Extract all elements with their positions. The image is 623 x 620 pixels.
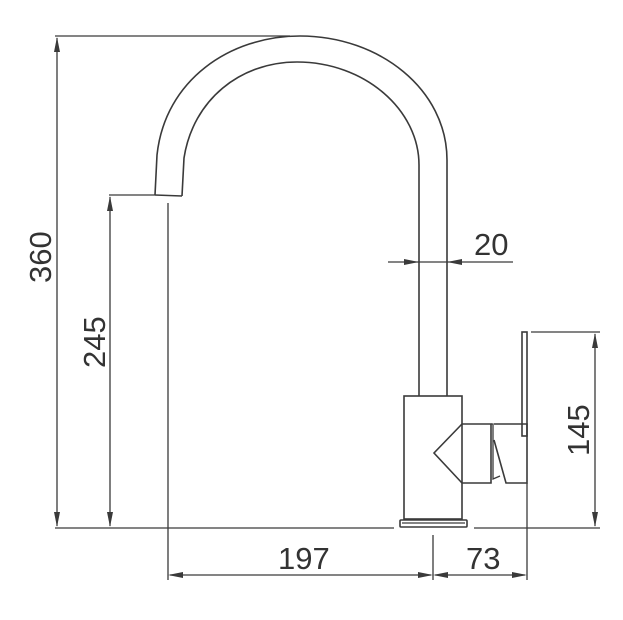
- arrow-left-icon: [168, 572, 183, 578]
- handle-ring: [491, 423, 501, 480]
- dim-label-197: 197: [278, 541, 330, 576]
- dim-handle-height: 145: [561, 333, 598, 527]
- arrow-down-icon: [107, 512, 113, 527]
- dim-spout-reach: 197: [168, 541, 433, 578]
- dim-label-73: 73: [466, 541, 500, 576]
- dim-outlet-height: 245: [77, 196, 113, 527]
- arrow-down-icon: [592, 512, 598, 527]
- arrow-up-icon: [54, 37, 60, 52]
- arrow-right-icon: [512, 572, 527, 578]
- arrow-right-icon: [418, 572, 433, 578]
- dim-label-145: 145: [561, 404, 596, 456]
- body-chevron: [432, 423, 463, 484]
- arrow-right-icon: [404, 259, 419, 265]
- faucet-outline: [154, 35, 528, 528]
- dim-overall-height: 360: [23, 37, 60, 527]
- spout-inner-contour: [181, 61, 420, 396]
- dim-label-360: 360: [23, 231, 58, 283]
- dim-spout-diameter: 20: [388, 227, 513, 265]
- arrow-down-icon: [54, 512, 60, 527]
- faucet-body: [403, 395, 463, 520]
- handle-connector: [462, 423, 492, 484]
- dim-label-20: 20: [474, 227, 508, 262]
- spout-outlet-tip: [154, 194, 183, 197]
- handle-lever-blade: [521, 331, 528, 437]
- dim-handle-projection: 73: [433, 541, 527, 578]
- arrow-left-icon: [433, 572, 448, 578]
- arrow-up-icon: [592, 333, 598, 348]
- dim-label-245: 245: [77, 316, 112, 368]
- spout-outer-contour: [154, 35, 448, 396]
- faucet-base-plate: [399, 519, 468, 528]
- extension-lines: [55, 35, 600, 580]
- arrow-left-icon: [447, 259, 462, 265]
- arrow-up-icon: [107, 196, 113, 211]
